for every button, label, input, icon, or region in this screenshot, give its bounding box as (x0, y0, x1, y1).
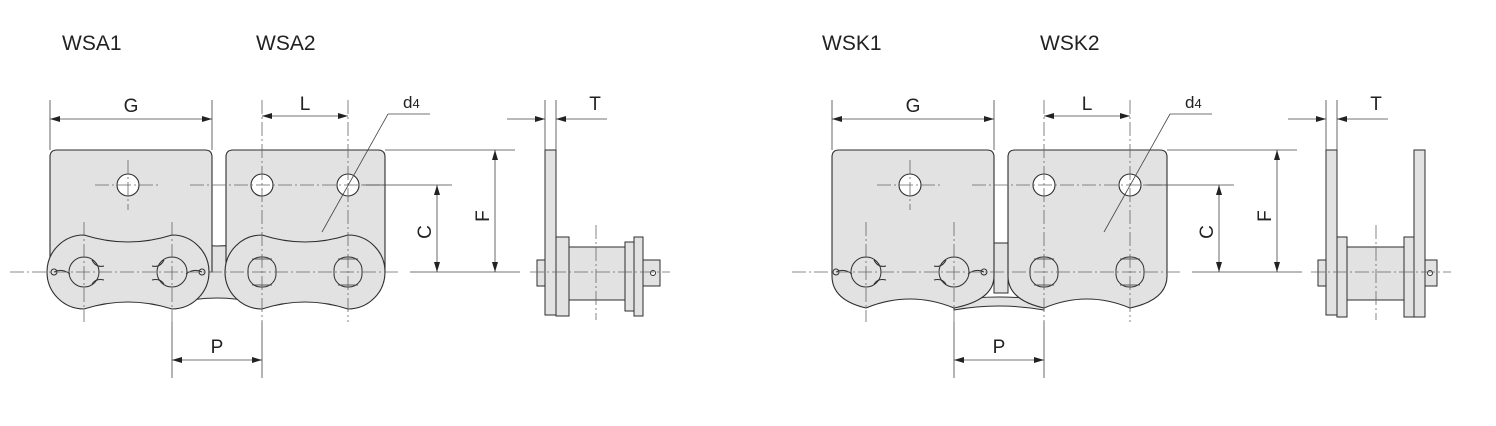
bushing (1346, 246, 1405, 301)
spring-clip (967, 269, 985, 275)
arrowhead (1216, 262, 1222, 272)
dimension-f-label: F (1255, 210, 1276, 222)
spring-clip (53, 269, 71, 275)
side-link-plate (1336, 236, 1348, 318)
arrowhead (1120, 113, 1130, 119)
d4-leader (1103, 113, 1171, 233)
dimension-l-label: L (1082, 94, 1093, 115)
d4-label: d4 (403, 93, 420, 112)
arrowhead (434, 262, 440, 272)
arrowhead (492, 150, 498, 160)
dimension-c-label: C (1197, 225, 1218, 239)
arrowhead (202, 116, 212, 122)
title-wsk1: WSK1 (822, 32, 882, 55)
arrowhead (338, 113, 348, 119)
arrowhead (50, 116, 60, 122)
arrowhead (1316, 116, 1326, 122)
arrowhead (1044, 113, 1054, 119)
spring-clip (933, 259, 947, 285)
side-link-plate (1403, 236, 1415, 318)
spring-clip (91, 259, 105, 285)
arrowhead (262, 113, 272, 119)
dimension-p-label: P (211, 337, 224, 358)
arrowhead (954, 357, 964, 363)
arrowhead (1034, 357, 1044, 363)
side-attachment-plate (1413, 149, 1426, 318)
arrowhead (1337, 116, 1347, 122)
arrowhead (556, 116, 566, 122)
side-attachment-plate (544, 149, 557, 316)
arrowhead (984, 116, 994, 122)
arrowhead (1274, 262, 1280, 272)
d4-subscript: 4 (1194, 96, 1201, 111)
attachment-plate-2 (1007, 149, 1168, 309)
arrowhead (252, 357, 262, 363)
spring-clip (185, 269, 203, 275)
connector-plate (993, 242, 1009, 294)
side-view: T (1288, 94, 1451, 320)
dimension-g-label: G (906, 96, 921, 117)
spring-clip (151, 259, 165, 285)
dimension-g-label: G (124, 96, 139, 117)
arrowhead (832, 116, 842, 122)
arrowhead (492, 262, 498, 272)
arrowhead (1216, 185, 1222, 195)
cotter-hole (650, 270, 656, 276)
arrowhead (535, 116, 545, 122)
side-link-plate (633, 236, 644, 317)
d4-leader (321, 113, 389, 233)
side-link-plate (555, 236, 570, 317)
cotter-hole (1427, 270, 1433, 276)
dimension-f-label: F (473, 210, 494, 222)
dimension-l-label: L (300, 94, 311, 115)
side-attachment-plate (1325, 149, 1338, 316)
dimension-p-label: P (993, 337, 1006, 358)
d4-subscript: 4 (412, 96, 419, 111)
title-wsk2: WSK2 (1040, 32, 1100, 55)
title-wsa1: WSA1 (62, 32, 122, 55)
dimension-c-label: C (415, 225, 436, 239)
spring-clip (835, 269, 853, 275)
title-wsa2: WSA2 (256, 32, 316, 55)
side-view: T (507, 94, 670, 320)
side-link-plate (624, 241, 635, 312)
d4-label: d4 (1185, 93, 1202, 112)
attachment-plate-1 (831, 149, 995, 309)
arrowhead (434, 185, 440, 195)
bushing (568, 246, 626, 301)
arrowhead (1274, 150, 1280, 160)
dimension-t-label: T (1370, 94, 1382, 115)
spring-clip (873, 259, 887, 285)
dimension-t-label: T (589, 94, 601, 115)
arrowhead (172, 357, 182, 363)
